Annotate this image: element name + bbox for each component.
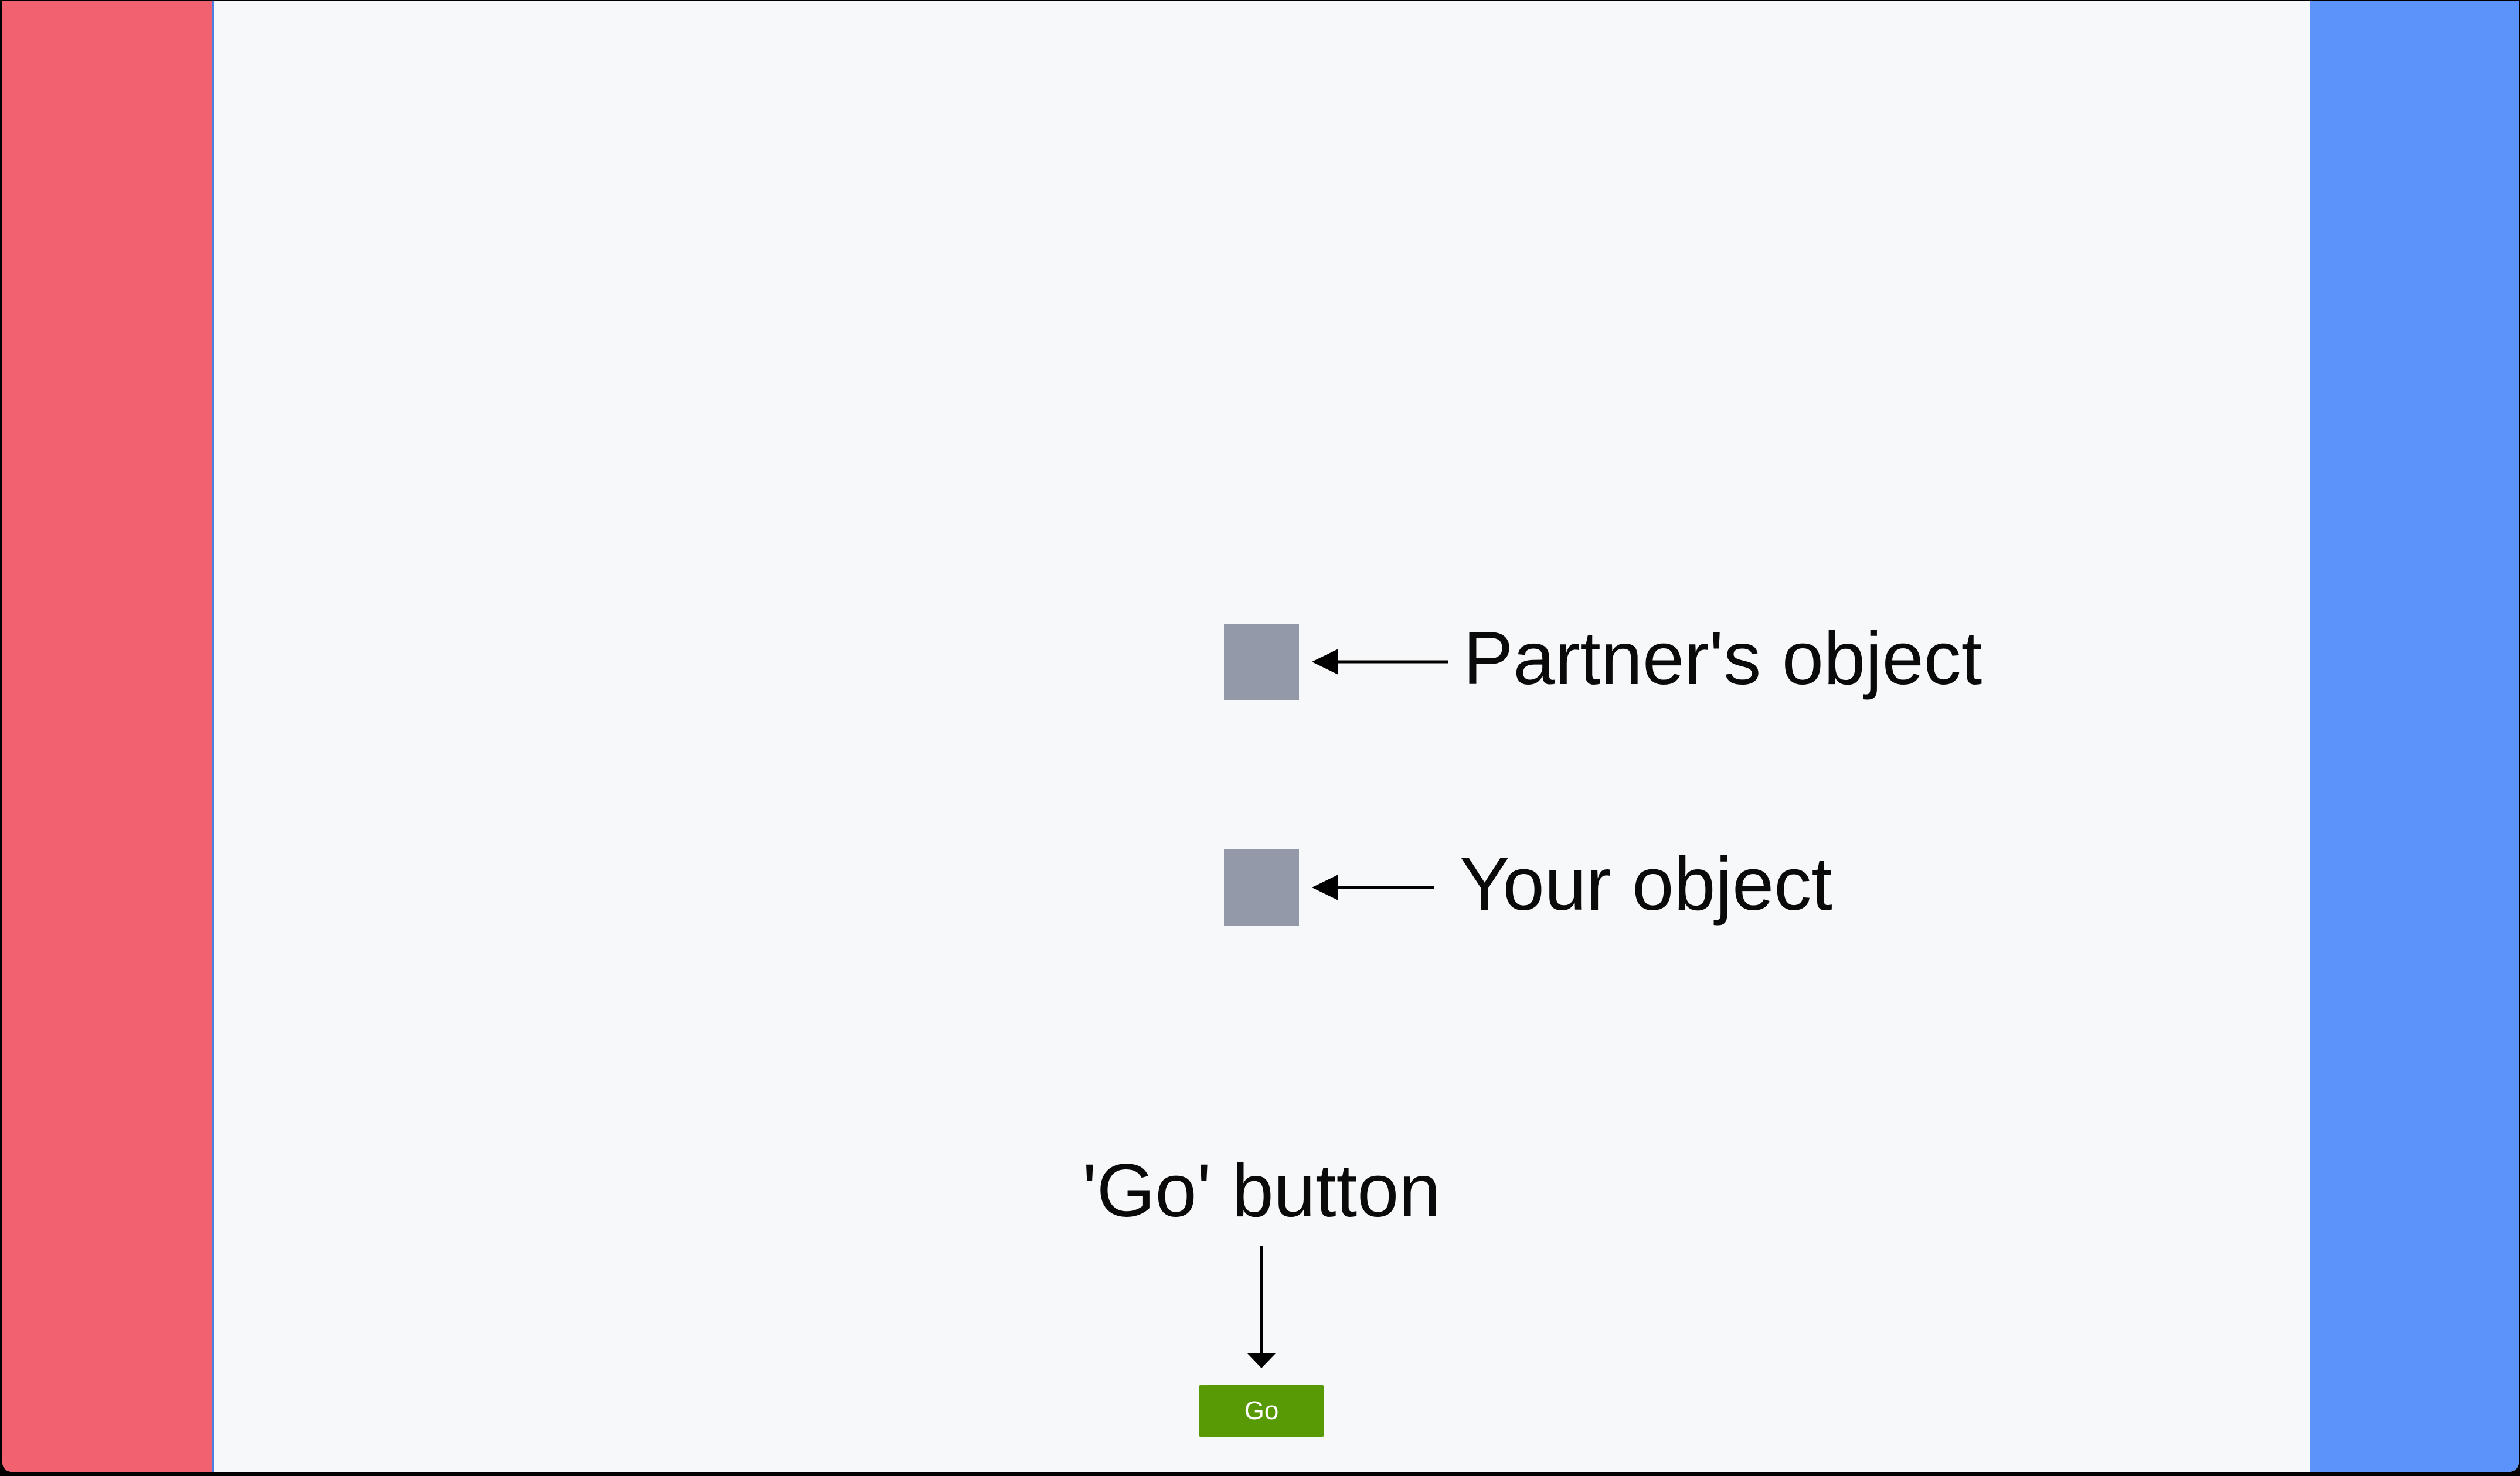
- go-button-caption: 'Go' button: [1082, 1149, 1441, 1233]
- left-arrow-icon: [1312, 649, 1448, 675]
- your-object-label: Your object: [1460, 842, 1832, 926]
- left-arrow-icon: [1312, 875, 1434, 900]
- your-object-row: Your object: [1224, 842, 1832, 926]
- left-drop-zone[interactable]: [2, 1, 214, 1472]
- partner-object[interactable]: [1224, 624, 1299, 700]
- down-arrow-icon: [1247, 1246, 1276, 1368]
- go-button[interactable]: Go: [1199, 1385, 1324, 1437]
- partner-object-label: Partner's object: [1463, 617, 1982, 700]
- partner-object-row: Partner's object: [1224, 617, 1982, 700]
- your-object[interactable]: [1224, 849, 1299, 926]
- right-drop-zone[interactable]: [2310, 1, 2519, 1472]
